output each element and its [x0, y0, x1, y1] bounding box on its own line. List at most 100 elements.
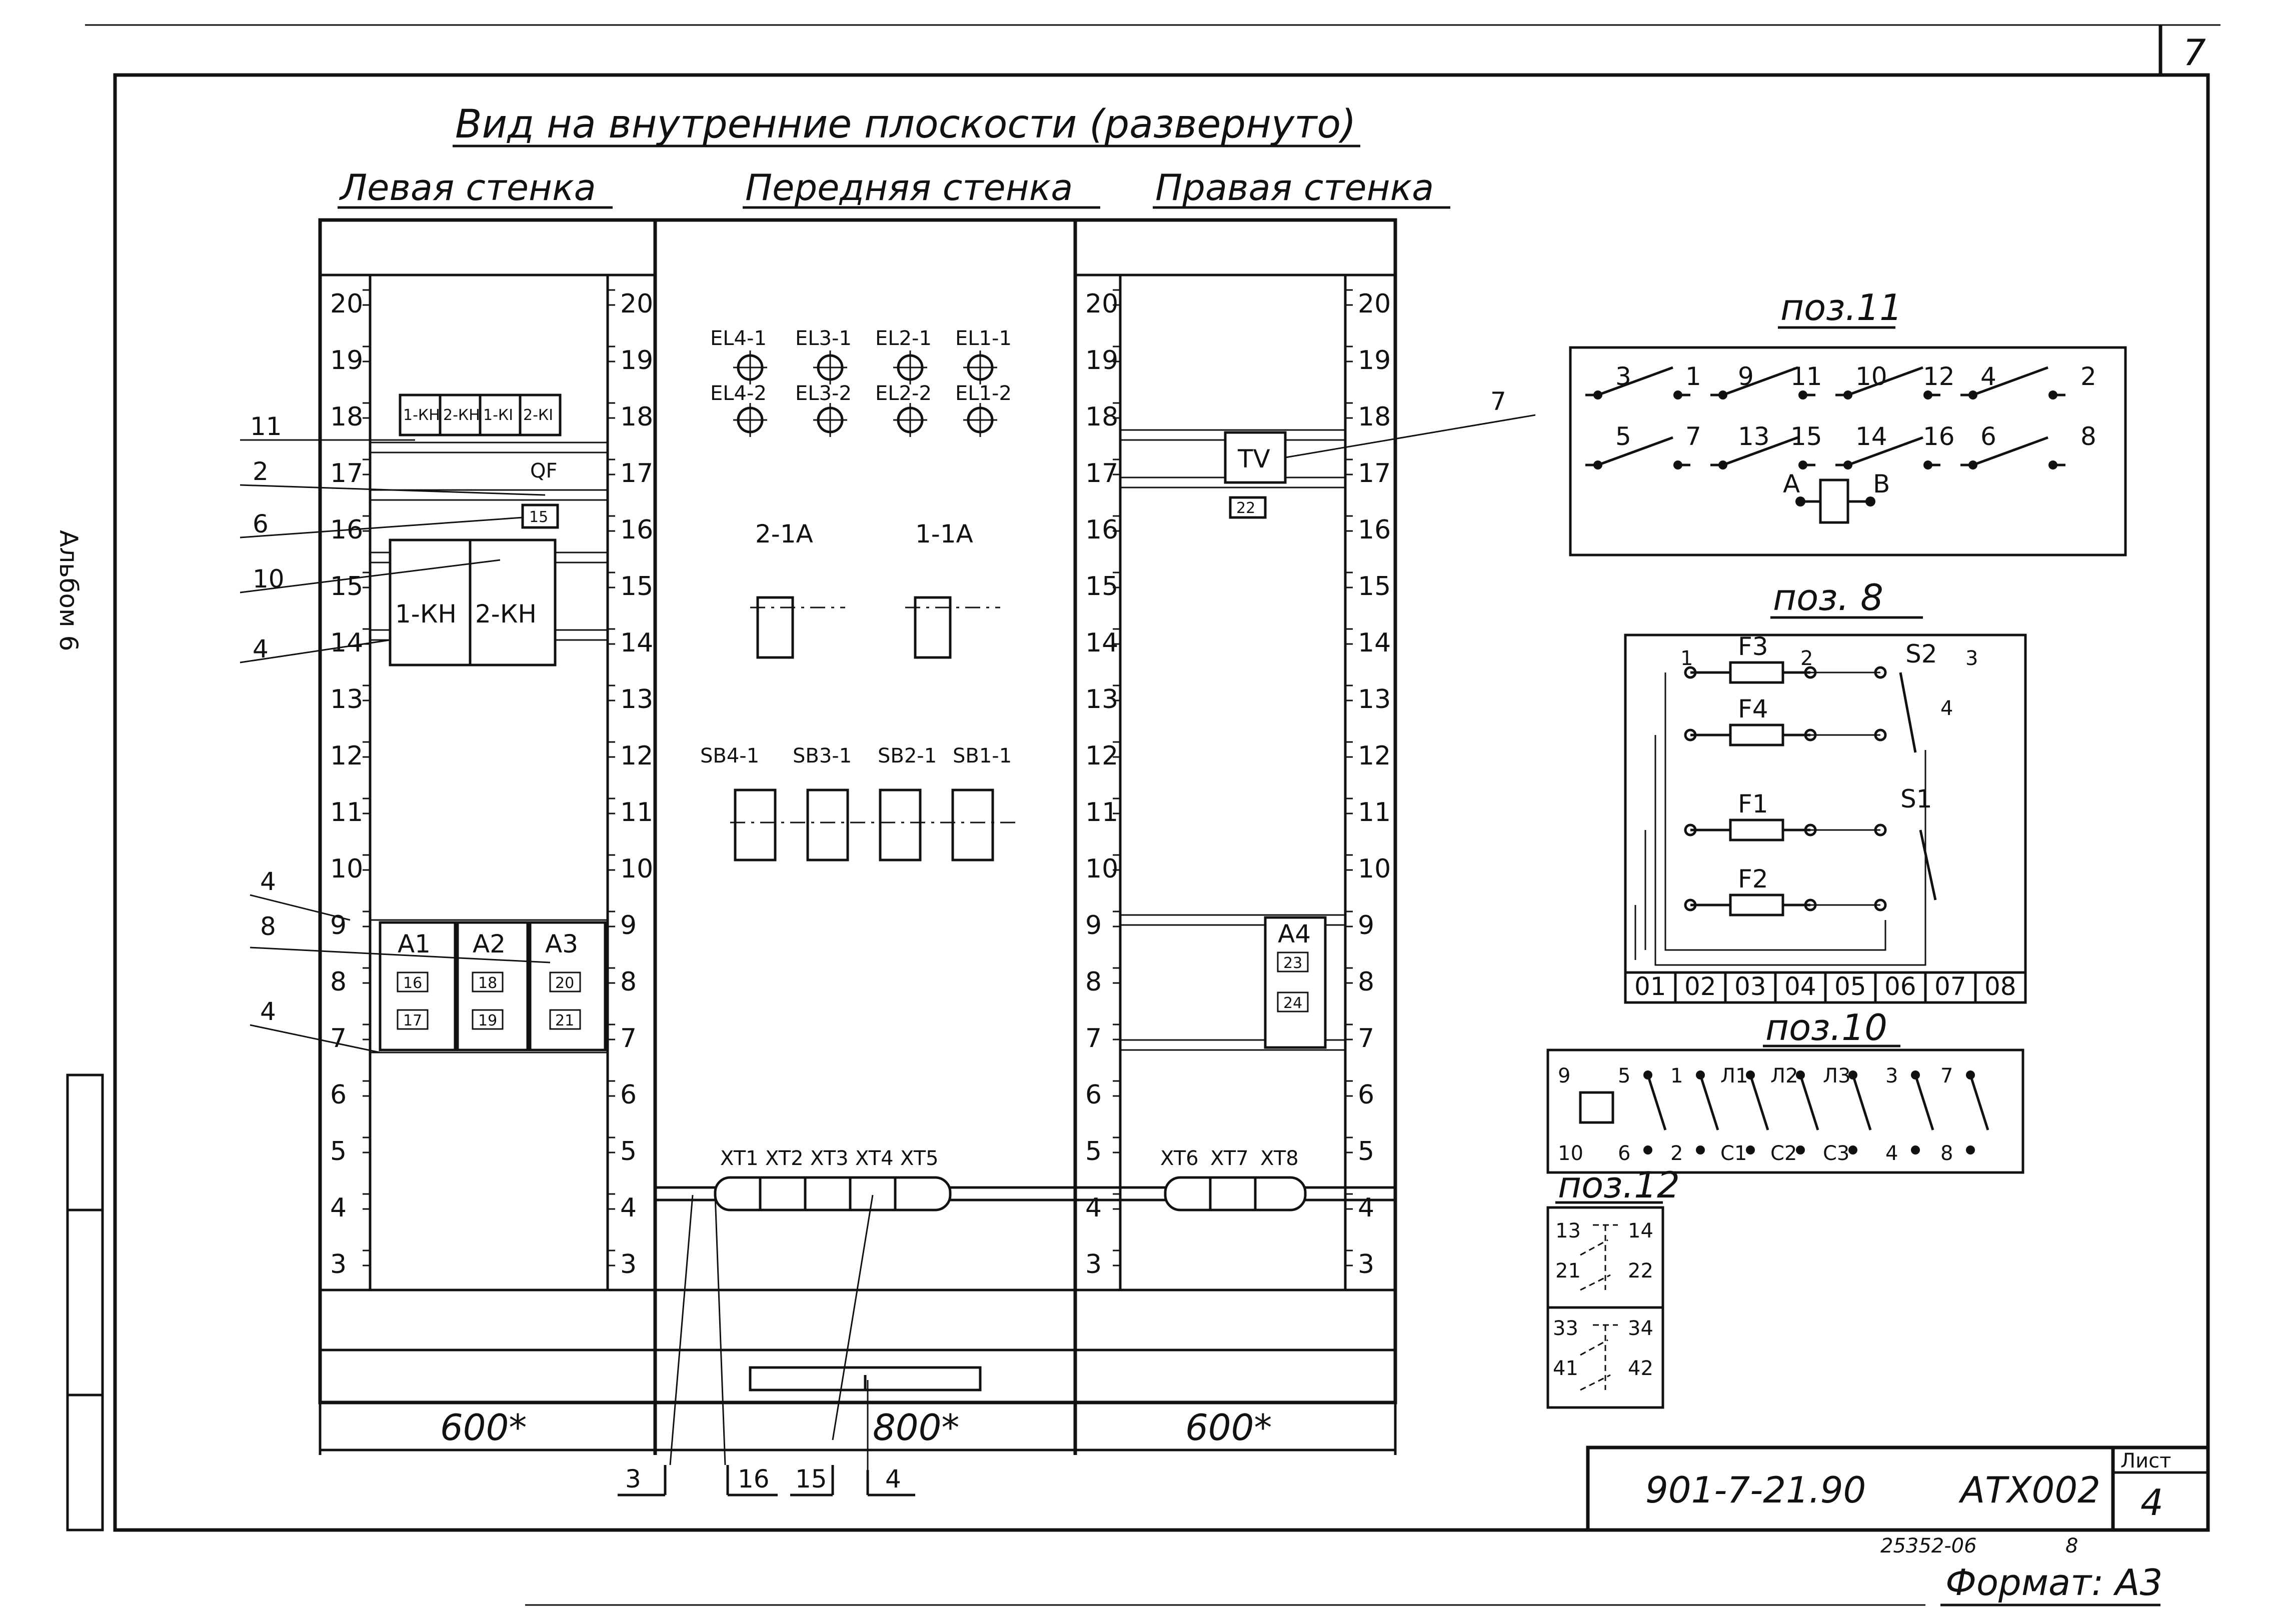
pos8-title: поз. 8 — [1773, 576, 1883, 618]
switch-s2: S2 — [1905, 640, 1937, 668]
pos11-coil-a: A — [1783, 470, 1800, 498]
scale-mark: 12 — [620, 741, 653, 771]
front-wall-title: Передняя стенка — [745, 166, 1073, 208]
relay-1kh-small: 1-КН — [403, 406, 440, 424]
pos11-bottom-label: 15 — [1790, 422, 1822, 451]
scale-mark: 16 — [1085, 515, 1118, 545]
scale-mark: 18 — [1085, 402, 1118, 432]
left-panel: 1-КН 2-КН 1-КІ 2-КІ QF 15 1-КН 2-КН А1 А… — [320, 274, 655, 1290]
pos10-bottom-label: 6 — [1618, 1142, 1630, 1165]
pos10-top-label: 7 — [1940, 1064, 1953, 1088]
scale-mark: 18 — [620, 402, 653, 432]
sheet-number: 4 — [2140, 1482, 2163, 1524]
relay-1kh: 1-КН — [395, 600, 457, 628]
button-sb1-1-label: SB1-1 — [953, 744, 1012, 768]
button-sb1-1 — [951, 788, 994, 862]
pos10-top-label: 5 — [1618, 1064, 1630, 1088]
pos10-bottom-label: 10 — [1558, 1142, 1583, 1165]
pos8-pin-4: 4 — [1940, 697, 1953, 720]
module-a3-tag-1: 20 — [555, 974, 574, 992]
scale-mark: 12 — [330, 741, 363, 771]
contact-blade — [1914, 1074, 1934, 1130]
contact-point — [1746, 1146, 1755, 1154]
switch-2-1a-label: 2-1А — [755, 520, 813, 548]
pos10-top-label: 9 — [1558, 1064, 1570, 1088]
callout-2: 2 — [253, 457, 269, 486]
button-sb4-1 — [734, 788, 777, 862]
module-a4 — [1264, 916, 1327, 1049]
main-title: Вид на внутренние плоскости (развернуто) — [455, 102, 1356, 147]
fuse-f2: F2 — [1738, 864, 1768, 894]
lamp-el3-2-label: EL3-2 — [795, 382, 852, 405]
transformer-label: TV — [1237, 444, 1270, 474]
contact-blade — [1597, 436, 1673, 466]
lamp-el2-2-label: EL2-2 — [875, 382, 932, 405]
scale-mark: 12 — [1085, 741, 1118, 771]
pos11-title: поз.11 — [1780, 286, 1902, 328]
contact-blade — [1972, 366, 2048, 396]
pos11-top-label: 1 — [1685, 362, 1701, 391]
terminal-xt3: XT3 — [810, 1147, 849, 1170]
scale-mark: 9 — [1358, 910, 1374, 940]
terminal-label: 02 — [1684, 972, 1716, 1001]
contact-blade — [1646, 1074, 1667, 1130]
scale-mark: 8 — [330, 967, 347, 997]
button-sb2-1-label: SB2-1 — [878, 744, 937, 768]
switch-2-1a — [756, 596, 794, 659]
scale-mark: 20 — [620, 289, 653, 319]
scale-mark: 13 — [1358, 684, 1391, 714]
inventory-number: 25352-06 — [1880, 1534, 1977, 1558]
scale-mark: 14 — [330, 628, 363, 658]
button-sb3-1 — [806, 788, 849, 862]
contact-blade — [1699, 1074, 1719, 1130]
pos11-top-label: 11 — [1790, 362, 1822, 391]
scale-mark: 20 — [330, 289, 363, 319]
scale-mark: 8 — [620, 967, 637, 997]
fuse-f4: F4 — [1738, 694, 1768, 724]
pos11-bottom-label: 6 — [1980, 422, 1996, 451]
callout-6: 6 — [253, 510, 269, 538]
scale-mark: 6 — [620, 1080, 637, 1110]
fuse-f3: F3 — [1738, 632, 1768, 661]
callout-4-c: 4 — [260, 997, 276, 1026]
scale-mark: 20 — [1358, 289, 1391, 319]
scale-mark: 8 — [1358, 967, 1374, 997]
lamp-el3-1-label: EL3-1 — [795, 327, 852, 350]
scale-mark: 16 — [1358, 515, 1391, 545]
scale-mark: 3 — [1085, 1250, 1102, 1280]
scale-mark: 5 — [620, 1136, 637, 1166]
scale-mark: 10 — [1085, 854, 1118, 884]
terminal-xt2: XT2 — [765, 1147, 804, 1170]
module-a4-tag-2: 24 — [1283, 994, 1302, 1012]
pos11-bottom-label: 13 — [1738, 422, 1770, 451]
pos11-bottom-label: 5 — [1615, 422, 1631, 451]
contact-blade — [1969, 1074, 1989, 1130]
pos12-22: 22 — [1628, 1260, 1653, 1282]
breaker-tag: 15 — [529, 508, 548, 526]
scale-mark: 20 — [1085, 289, 1118, 319]
contact-blade — [1799, 1074, 1819, 1130]
pos8-pin-2: 2 — [1800, 647, 1813, 670]
contact-blade — [1972, 436, 2048, 466]
callout-11: 11 — [250, 412, 282, 441]
fuse-f1: F1 — [1738, 790, 1768, 818]
pos11-top-label: 2 — [2080, 362, 2096, 391]
module-a1-tag-2: 17 — [403, 1012, 422, 1030]
pos10-top-label: 1 — [1670, 1064, 1683, 1088]
fuse-terminal — [1684, 728, 1697, 742]
titles: Вид на внутренние плоскости (развернуто)… — [338, 102, 1450, 209]
scale-mark: 7 — [330, 1024, 347, 1054]
scale-mark: 4 — [330, 1193, 347, 1223]
dimension-right: 600* — [1185, 1406, 1272, 1448]
right-panel: TV 22 А4 23 24 XT6 XT7 XT8 — [1075, 274, 1395, 1290]
fuse-terminal — [1684, 824, 1697, 836]
terminal-xt8: XT8 — [1260, 1147, 1299, 1170]
contact-point — [1966, 1146, 1975, 1154]
scale-mark: 11 — [1085, 798, 1118, 828]
